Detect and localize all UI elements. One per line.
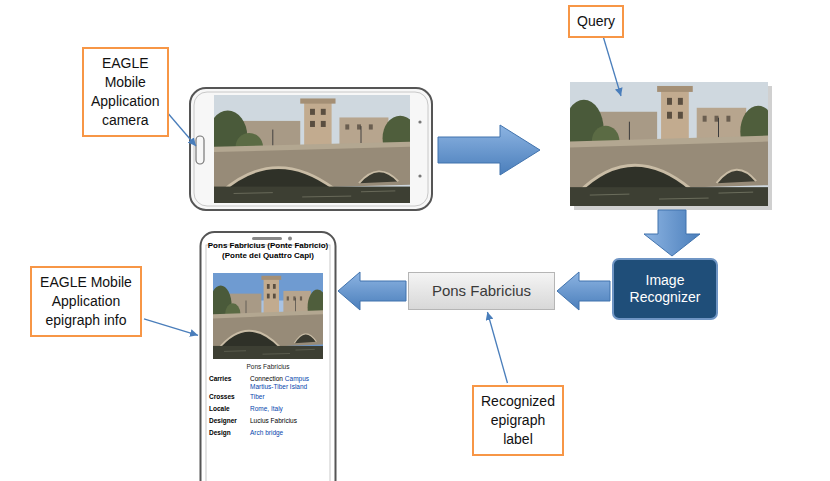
- bridge-photo: [210, 273, 328, 359]
- label-box: Pons Fabricius: [408, 272, 555, 310]
- image-caption: Pons Fabricius: [206, 363, 330, 371]
- process-label: Image Recognizer: [622, 272, 708, 307]
- callout-box: Query: [568, 5, 624, 38]
- phone-screen: [206, 245, 330, 481]
- callout-text: EAGLE Mobile Application epigraph info: [39, 273, 133, 330]
- phone-speaker: [252, 237, 282, 240]
- table-key: Designer: [209, 417, 237, 425]
- leader-arrow: [144, 319, 198, 335]
- leader-arrow: [487, 312, 507, 383]
- label-text: Pons Fabricius: [432, 282, 531, 300]
- table-key: Design: [209, 429, 231, 437]
- callout-text: EAGLE Mobile Application camera: [91, 54, 160, 130]
- process-box: Image Recognizer: [612, 258, 718, 320]
- sensor-dot: [418, 174, 421, 177]
- home-button: [196, 136, 204, 164]
- table-cell: ConnectionCampus Martius-Tiber Island: [250, 375, 326, 390]
- block-arrow: [557, 272, 610, 310]
- table-value: Lucius Fabricius: [250, 417, 326, 425]
- phone-screen: Pons Fabricius (Ponte Fabricio) (Ponte d…: [200, 232, 336, 481]
- table-key: Locale: [209, 405, 230, 413]
- block-arrow: [338, 272, 406, 310]
- query-photo: [564, 82, 776, 210]
- bridge-photo: [208, 95, 418, 203]
- table-link: Tiber: [250, 393, 326, 401]
- screen-title: Pons Fabricius (Ponte Fabricio) (Ponte d…: [206, 241, 330, 260]
- table-link: Arch bridge: [250, 429, 326, 437]
- callout-text: Query: [577, 12, 615, 31]
- table-key: Crosses: [209, 393, 235, 401]
- sensor-dot: [418, 120, 421, 123]
- callout-text: Recognized epigraph label: [481, 392, 555, 449]
- block-arrow: [644, 210, 700, 256]
- phone-body: [190, 88, 432, 210]
- phone-camera: [288, 237, 292, 241]
- camera-phone: [190, 88, 432, 210]
- table-value: Connection: [250, 375, 283, 382]
- result-phone: [201, 232, 336, 481]
- callout-box: Recognized epigraph label: [472, 385, 564, 456]
- table-key: Carries: [209, 375, 231, 383]
- table-link: Rome, Italy: [250, 405, 326, 413]
- callout-box: EAGLE Mobile Application camera: [82, 47, 169, 137]
- phone-rim: [194, 92, 428, 206]
- block-arrow: [438, 125, 540, 175]
- callout-box: EAGLE Mobile Application epigraph info: [30, 266, 142, 337]
- bridge-photo: [564, 82, 776, 206]
- phone-body: [201, 232, 336, 481]
